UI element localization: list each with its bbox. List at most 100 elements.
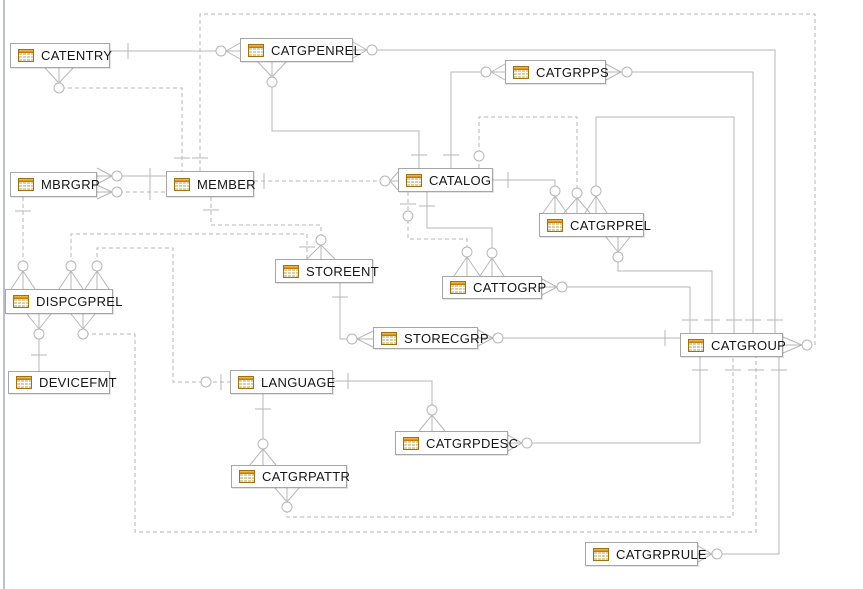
- relationship-catgrpps-catalog[interactable]: [443, 63, 506, 168]
- entity-label: CATENTRY: [41, 48, 113, 63]
- relationship-catgpenrel-catentry[interactable]: [110, 42, 241, 60]
- entity-devicefmt[interactable]: DEVICEFMT: [8, 371, 117, 394]
- relationship-catgrprel-catgroup[interactable]: [584, 116, 742, 333]
- relationship-catgrpattr-catgroup[interactable]: [274, 357, 741, 518]
- entity-catentry[interactable]: CATENTRY: [10, 43, 113, 68]
- relationship-storecgrp-catgroup[interactable]: [477, 329, 680, 347]
- crowfoot-icon: [96, 167, 113, 185]
- crowfoot-icon: [542, 195, 568, 214]
- cardinality-optional-circle: [461, 246, 473, 258]
- crowfoot-icon: [84, 270, 110, 290]
- relationship-dispcgprel-storeent[interactable]: [58, 233, 315, 290]
- relationship-line[interactable]: [493, 179, 556, 196]
- table-icon: [513, 65, 529, 79]
- relationship-catgrpdesc-catgroup[interactable]: [507, 357, 708, 452]
- relationship-catgrpattr-language[interactable]: [249, 394, 277, 466]
- cardinality-optional-circle: [53, 82, 65, 94]
- cardinality-optional-circle: [346, 333, 358, 345]
- cardinality-optional-circle: [556, 281, 568, 293]
- relationship-line[interactable]: [210, 197, 322, 245]
- relationship-line[interactable]: [522, 357, 701, 444]
- entity-catgrpdesc[interactable]: CATGRPDESC: [395, 431, 518, 455]
- entity-label: STOREENT: [306, 263, 379, 279]
- relationship-line[interactable]: [621, 71, 754, 333]
- crowfoot-icon: [605, 63, 622, 81]
- relationship-cattogrp-catalog[interactable]: [400, 192, 481, 277]
- cardinality-optional-circle: [480, 66, 492, 78]
- table-icon: [283, 264, 299, 278]
- relationship-dispcgprel-mbrgrp[interactable]: [10, 197, 36, 290]
- relationship-dispcgprel-devicefmt[interactable]: [26, 313, 52, 371]
- crowfoot-icon: [605, 236, 631, 253]
- relationship-line[interactable]: [712, 357, 780, 555]
- entity-catgrpattr[interactable]: CATGRPATTR: [231, 465, 351, 488]
- relationship-storecgrp-storeent[interactable]: [332, 283, 374, 348]
- relationship-line[interactable]: [70, 233, 308, 271]
- relationship-line[interactable]: [617, 252, 713, 333]
- relationship-storeent-member[interactable]: [203, 197, 336, 260]
- entity-label: CATGRPATTR: [262, 469, 351, 484]
- entity-dispcgprel[interactable]: DISPCGPREL: [5, 289, 123, 314]
- relationship-mbrgrp-member[interactable]: [96, 167, 166, 185]
- relationship-catgrprel-catalog[interactable]: [493, 172, 568, 214]
- relationship-catgrpdesc-language[interactable]: [333, 373, 446, 432]
- relationship-cattogrp-catalog[interactable]: [419, 192, 505, 277]
- relationship-catgroup-member[interactable]: [192, 13, 816, 354]
- relationship-line[interactable]: [595, 116, 735, 333]
- crowfoot-icon: [356, 330, 374, 348]
- entity-catgpenrel[interactable]: CATGPENREL: [240, 38, 361, 62]
- relationship-cattogrp-catgroup[interactable]: [541, 278, 698, 333]
- relationship-line[interactable]: [271, 77, 420, 168]
- table-icon: [248, 43, 264, 57]
- relationship-catgrprule-catgroup[interactable]: [697, 357, 787, 563]
- relationship-line[interactable]: [339, 283, 357, 340]
- relationship-line[interactable]: [557, 286, 691, 333]
- relationship-catgrprel-catgroup[interactable]: [605, 236, 720, 333]
- entity-catgrprel[interactable]: CATGRPREL: [539, 213, 651, 237]
- relationship-line[interactable]: [96, 247, 230, 383]
- relationship-dispcgprel-catgroup[interactable]: [70, 313, 764, 533]
- relationship-catentry-member[interactable]: [44, 67, 190, 171]
- relationship-line[interactable]: [82, 329, 757, 533]
- table-icon: [174, 177, 190, 191]
- crowfoot-icon: [507, 434, 523, 452]
- entity-catgrprule[interactable]: CATGRPRULE: [585, 542, 707, 566]
- table-icon: [688, 338, 704, 352]
- crowfoot-icon: [782, 336, 803, 354]
- entity-catalog[interactable]: CATALOG: [398, 168, 493, 192]
- entity-storeent[interactable]: STOREENT: [275, 259, 379, 283]
- table-icon: [406, 173, 422, 187]
- crowfoot-icon: [70, 313, 96, 330]
- crowfoot-icon: [26, 313, 52, 330]
- relationship-mbrgrp-member[interactable]: [96, 184, 166, 200]
- relationship-dispcgprel-language[interactable]: [84, 247, 230, 390]
- entity-catgroup[interactable]: CATGROUP: [680, 333, 786, 357]
- relationship-line[interactable]: [478, 116, 578, 198]
- relationship-catalog-member[interactable]: [254, 171, 399, 191]
- relationship-catgpenrel-catalog[interactable]: [257, 61, 427, 168]
- relationship-catgrpps-catgroup[interactable]: [605, 63, 761, 333]
- crowfoot-icon: [541, 278, 558, 296]
- entity-language[interactable]: LANGUAGE: [230, 370, 335, 394]
- cardinality-optional-circle: [521, 437, 533, 449]
- relationship-line[interactable]: [58, 83, 183, 171]
- relationship-line[interactable]: [333, 380, 433, 415]
- relationship-line[interactable]: [450, 71, 491, 168]
- cardinality-optional-circle: [111, 186, 123, 198]
- cardinality-optional-circle: [486, 247, 498, 259]
- entity-catgrpps[interactable]: CATGRPPS: [505, 60, 609, 84]
- entity-storecgrp[interactable]: STORECGRP: [373, 327, 489, 349]
- relationship-line[interactable]: [367, 49, 776, 333]
- cardinality-optional-circle: [17, 260, 29, 272]
- table-icon: [450, 281, 466, 294]
- entity-cattogrp[interactable]: CATTOGRP: [442, 276, 546, 299]
- relationship-line[interactable]: [407, 192, 468, 257]
- entity-member[interactable]: MEMBER: [166, 171, 256, 197]
- relationship-catgrprel-catalog[interactable]: [473, 116, 591, 214]
- cardinality-optional-circle: [91, 260, 103, 272]
- entity-mbrgrp[interactable]: MBRGRP: [10, 172, 100, 197]
- relationship-catgpenrel-catgroup[interactable]: [352, 41, 783, 333]
- relationship-line[interactable]: [426, 192, 493, 258]
- table-icon: [239, 470, 255, 483]
